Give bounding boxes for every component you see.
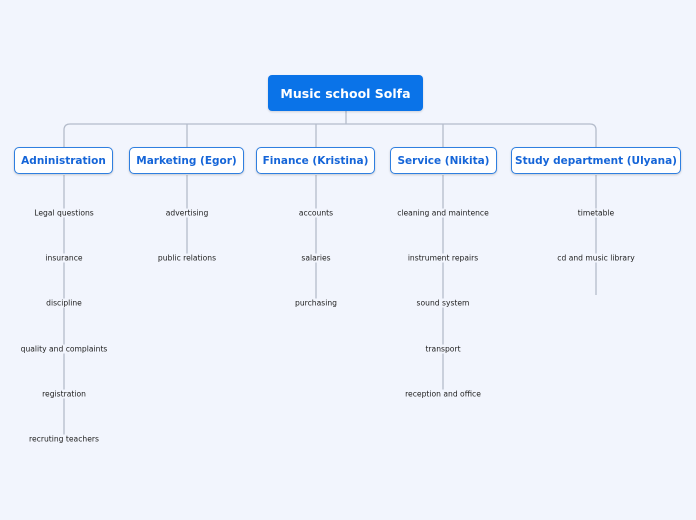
item-timetable[interactable]: timetable [576,208,616,218]
item-recruting-teachers[interactable]: recruting teachers [28,434,100,444]
item-public-relations[interactable]: public relations [156,253,218,263]
item-purchasing[interactable]: purchasing [294,298,338,308]
item-salaries[interactable]: salaries [300,253,332,263]
item-cleaning-and-maintence[interactable]: cleaning and maintence [396,208,490,218]
branch-service[interactable]: Service (Nikita) [390,147,497,174]
item-cd-and-music-library[interactable]: cd and music library [556,253,636,263]
item-discipline[interactable]: discipline [45,298,83,308]
item-quality-and-complaints[interactable]: quality and complaints [19,344,109,354]
item-legal-questions[interactable]: Legal questions [33,208,95,218]
item-reception-and-office[interactable]: reception and office [404,389,482,399]
root-topic[interactable]: Music school Solfa [268,75,423,111]
item-instrument-repairs[interactable]: instrument repairs [406,253,480,263]
branch-study-department[interactable]: Study department (Ulyana) [511,147,681,174]
branch-finance[interactable]: Finance (Kristina) [256,147,375,174]
item-sound-system[interactable]: sound system [415,298,471,308]
item-transport[interactable]: transport [424,344,462,354]
branch-administration[interactable]: Adninistration [14,147,113,174]
item-accounts[interactable]: accounts [297,208,335,218]
item-insurance[interactable]: insurance [44,253,84,263]
branch-marketing[interactable]: Marketing (Egor) [129,147,244,174]
item-advertising[interactable]: advertising [164,208,210,218]
item-registration[interactable]: registration [41,389,87,399]
branch-bus-line [63,123,597,147]
